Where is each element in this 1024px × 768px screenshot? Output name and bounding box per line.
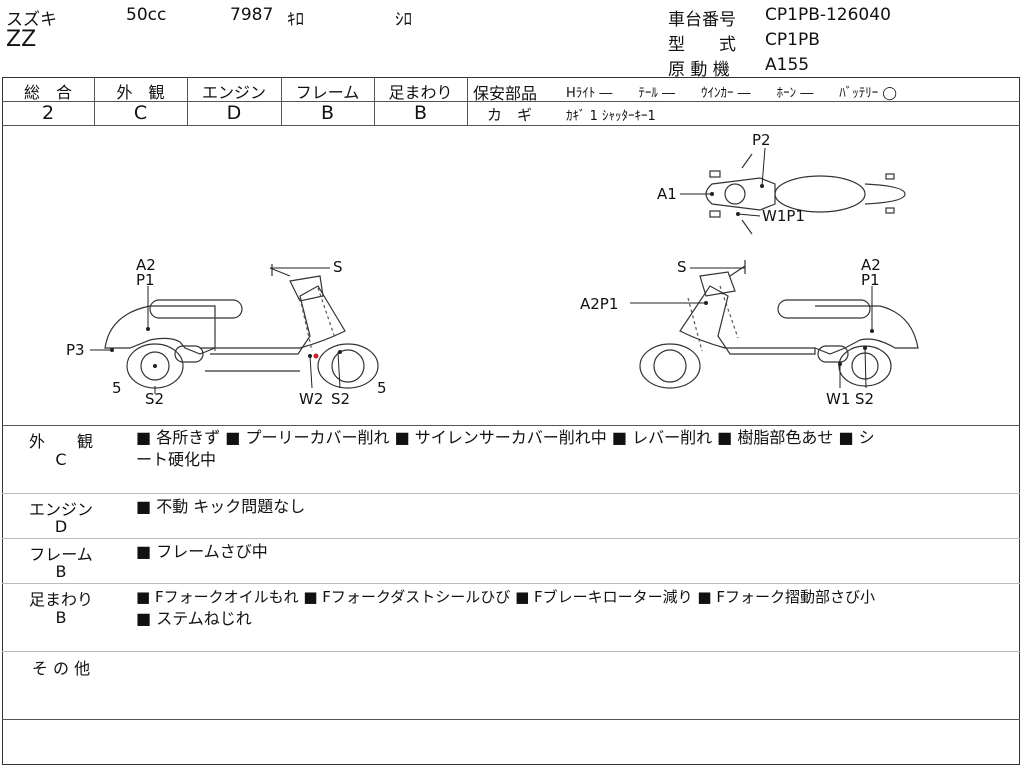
engine-model-label: 原 動 機 xyxy=(668,60,730,80)
overall-grade: 2 xyxy=(41,102,55,124)
remark-engine-grade: D xyxy=(54,517,68,536)
engine-model-value: A155 xyxy=(765,55,810,75)
remark-frame-line1: ■ フレームさび中 xyxy=(136,542,268,561)
label-right-s: S xyxy=(677,258,687,276)
exterior-label: 外 観 xyxy=(116,83,165,102)
damage-diagram xyxy=(90,147,919,394)
remark-suspension-line2: ■ ステムねじれ xyxy=(136,609,252,628)
safety-divider xyxy=(467,101,1020,102)
type-value: CP1PB xyxy=(765,30,820,50)
label-left-5-rear: 5 xyxy=(112,379,122,397)
remark-exterior-label: 外 観 xyxy=(28,432,93,451)
frame-number-value: CP1PB-126040 xyxy=(765,5,891,25)
remark-frame-label: フレーム xyxy=(29,545,93,564)
key-label: カ ギ xyxy=(487,106,533,124)
scooter-left-view xyxy=(104,264,379,389)
key-value: ｶｷﾞ 1 ｼｬｯﾀｰｷｰ1 xyxy=(566,109,656,124)
maker: スズキ xyxy=(6,10,57,30)
frame-label: フレーム xyxy=(295,83,360,102)
suspension-label: 足まわり xyxy=(388,83,453,102)
label-left-a2: A2 xyxy=(136,256,156,274)
label-left-s2-front: S2 xyxy=(331,390,351,408)
remark-engine-line1: ■ 不動 キック問題なし xyxy=(136,497,306,516)
engine-label: エンジン xyxy=(201,83,266,102)
remark-engine-label: エンジン xyxy=(28,500,93,519)
remark-suspension-label: 足まわり xyxy=(28,590,93,609)
label-left-s2-rear: S2 xyxy=(145,390,165,408)
frame-number-label: 車台番号 xyxy=(668,10,736,30)
label-left-s: S xyxy=(333,258,343,276)
type-label: 型 式 xyxy=(668,35,736,55)
label-top-w1p1: W1P1 xyxy=(762,207,805,225)
remark-suspension-line1: ■ Fフォークオイルもれ ■ Fフォークダストシールひび ■ Fブレーキローター… xyxy=(136,588,875,606)
mileage-unit: ｷﾛ xyxy=(287,10,304,30)
label-right-a2p1: A2P1 xyxy=(580,295,619,313)
model-name: ZZ xyxy=(6,27,37,52)
grade-bottom-line xyxy=(2,125,1020,126)
safety-parts-items: Hﾗｲﾄ ― ﾃｰﾙ ― ｳｲﾝｶｰ ― ﾎｰﾝ ― ﾊﾞｯﾃﾘｰ ◯ xyxy=(566,86,897,101)
engine-grade: D xyxy=(226,102,242,124)
overall-label: 総 合 xyxy=(23,83,72,102)
scooter-top-view xyxy=(705,153,906,235)
sheet-frame xyxy=(2,77,1020,765)
label-right-w1: W1 xyxy=(826,390,851,408)
label-right-a2: A2 xyxy=(861,256,881,274)
remark-other-label: そ の 他 xyxy=(31,659,91,678)
label-left-5-front: 5 xyxy=(377,379,387,397)
displacement: 50cc xyxy=(126,5,167,25)
label-left-p1: P1 xyxy=(136,271,155,289)
suspension-grade: B xyxy=(413,102,428,124)
label-top-a1: A1 xyxy=(657,185,677,203)
remark-exterior-grade: C xyxy=(55,450,67,469)
grade-divider xyxy=(2,101,467,102)
label-right-p1: P1 xyxy=(861,271,880,289)
color: ｼﾛ xyxy=(395,10,412,30)
remark-suspension-grade: B xyxy=(55,608,67,627)
remark-frame-grade: B xyxy=(55,562,67,581)
label-right-s2: S2 xyxy=(855,390,875,408)
label-left-w2: W2 xyxy=(299,390,324,408)
remark-exterior-line1: ■ 各所きず ■ プーリーカバー削れ ■ サイレンサーカバー削れ中 ■ レバー削… xyxy=(136,428,875,447)
label-top-p2: P2 xyxy=(752,131,771,149)
frame-grade: B xyxy=(320,102,335,124)
safety-parts-label: 保安部品 xyxy=(473,84,538,103)
scooter-right-view xyxy=(639,260,919,389)
mileage: 7987 xyxy=(230,5,274,25)
remark-exterior-line2: ート硬化中 xyxy=(136,450,217,469)
exterior-grade: C xyxy=(133,102,148,124)
label-left-p3: P3 xyxy=(66,341,85,359)
